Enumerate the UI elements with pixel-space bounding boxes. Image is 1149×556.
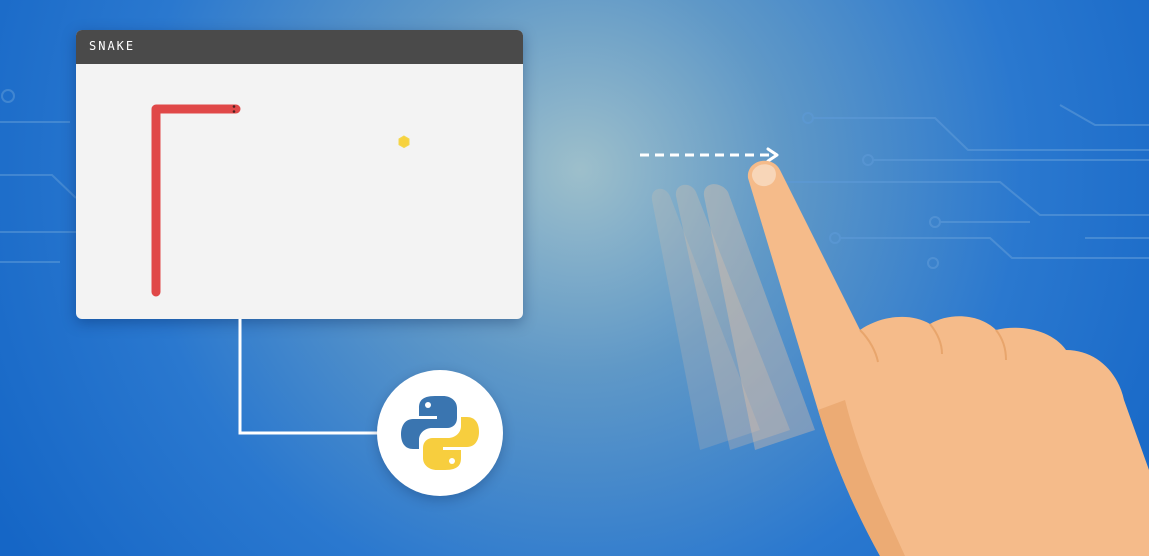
python-logo-icon: [401, 396, 479, 470]
game-canvas[interactable]: [76, 64, 523, 319]
python-badge: [377, 370, 503, 496]
circuit-lines-left: [0, 89, 77, 263]
snake-game-window[interactable]: SNAKE: [76, 30, 523, 319]
window-title: SNAKE: [89, 39, 136, 53]
window-titlebar[interactable]: SNAKE: [76, 30, 523, 64]
snake-body: [151, 104, 241, 297]
snake-food: [398, 135, 410, 149]
snake-eye-top: [232, 105, 236, 108]
snake-eye-bottom: [232, 110, 236, 113]
